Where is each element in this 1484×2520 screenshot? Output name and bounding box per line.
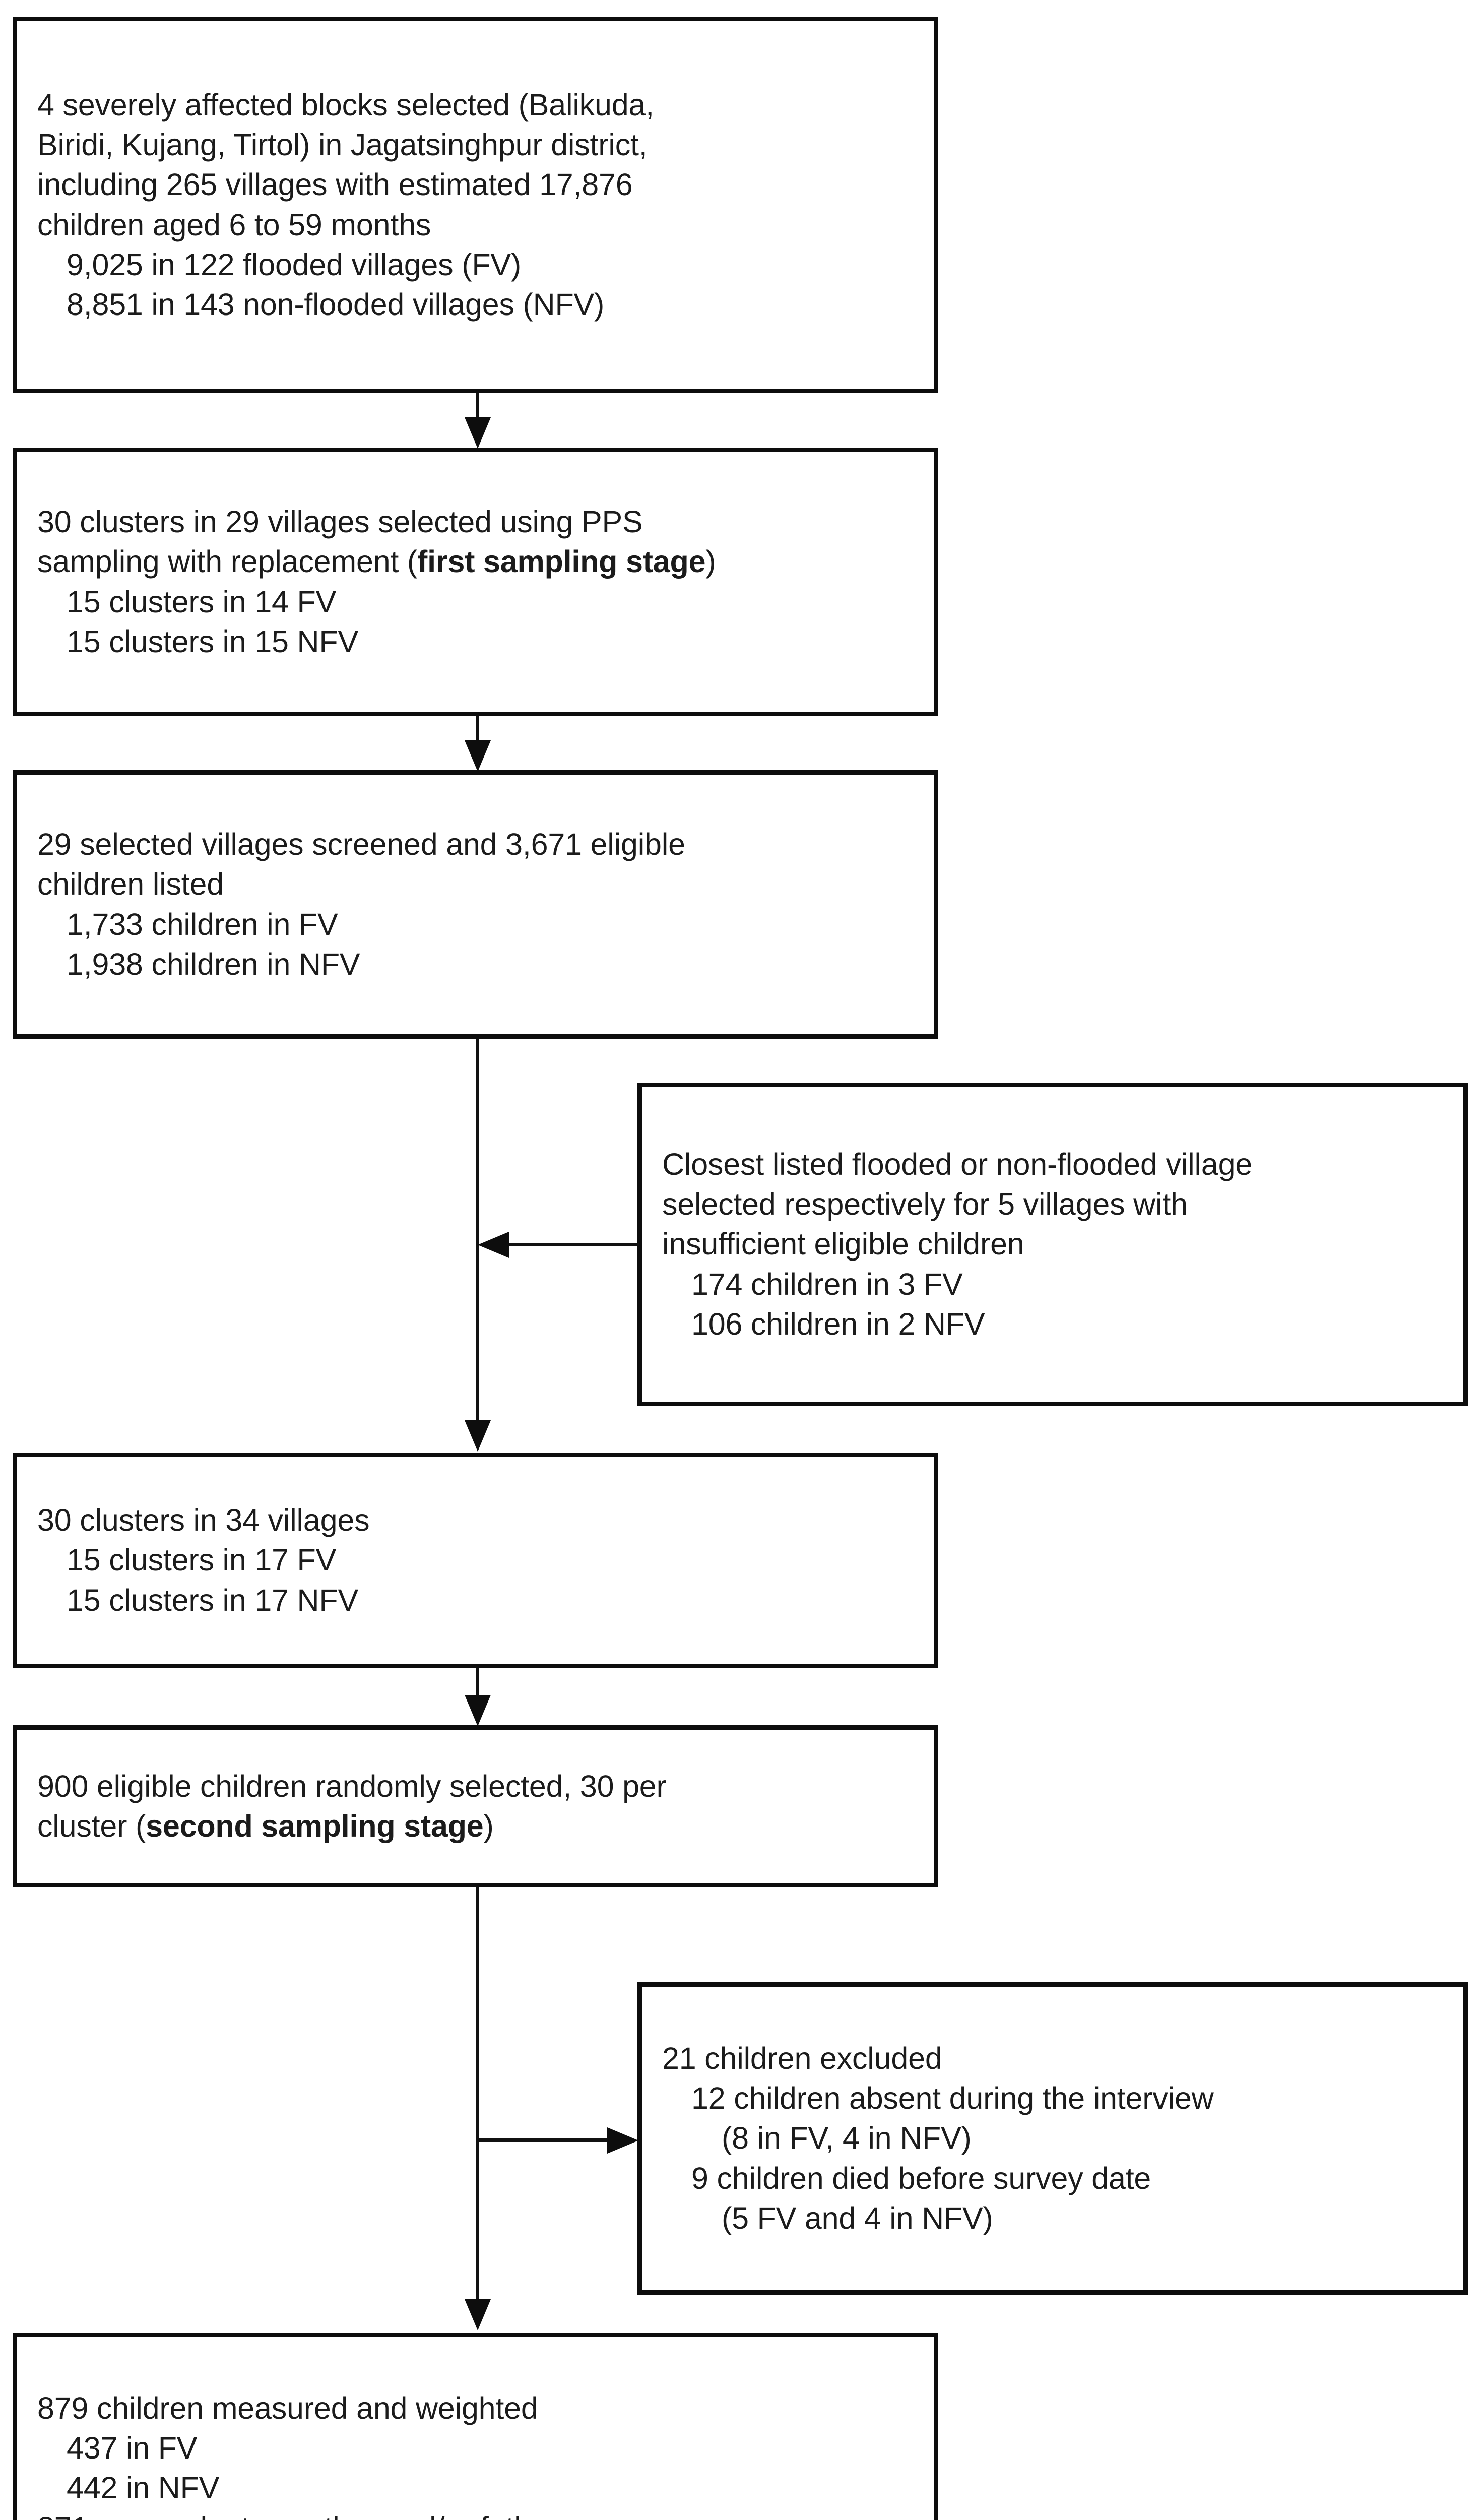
connector-block-to-first-stage (476, 393, 479, 425)
node-line: 879 children measured and weighted (37, 2390, 538, 2425)
node-line: 21 children excluded (662, 2041, 942, 2075)
connector-screening-to-clusters34 (476, 1039, 479, 1427)
arrow-down-icon (465, 417, 491, 449)
arrow-down-icon (465, 1695, 491, 1726)
node-line: (8 in FV, 4 in NFV) (722, 2121, 972, 2156)
node-line-part: cluster ( (37, 1809, 146, 1843)
node-line: 871 respondents, mother and/or father, (37, 2508, 914, 2520)
node-line: including 265 villages with estimated 17… (37, 167, 633, 202)
node-line: 30 clusters in 34 villages (37, 1503, 370, 1538)
node-line: insufficient eligible children (662, 1227, 1024, 1262)
node-children-excluded-text: 21 children excluded 12 children absent … (642, 2039, 1463, 2238)
node-line: selected respectively for 5 villages wit… (662, 1187, 1188, 1222)
node-line: sampling with replacement (first samplin… (37, 542, 914, 582)
arrow-down-icon (465, 1420, 491, 1452)
node-line-tail: ) (483, 1809, 494, 1843)
arrow-down-icon (465, 740, 491, 772)
arrow-right-icon (607, 2127, 638, 2154)
node-first-sampling-stage-text: 30 clusters in 29 villages selected usin… (17, 502, 934, 662)
arrow-left-icon (478, 1232, 509, 1258)
node-line-part: sampling with replacement ( (37, 544, 418, 579)
node-line: Closest listed flooded or non-flooded vi… (662, 1147, 1253, 1181)
node-line: children listed (37, 867, 224, 902)
node-second-sampling-stage: 900 eligible children randomly selected,… (13, 1725, 938, 1887)
node-line: 106 children in 2 NFV (691, 1306, 985, 1341)
node-line-emphasis: second sampling stage (146, 1809, 484, 1843)
arrow-down-icon (465, 2299, 491, 2330)
node-line: 15 clusters in 17 NFV (67, 1583, 358, 1617)
node-line: Biridi, Kujang, Tirtol) in Jagatsinghpur… (37, 127, 648, 162)
node-line: 4 severely affected blocks selected (Bal… (37, 87, 654, 122)
node-line-emphasis: first sampling stage (417, 544, 706, 579)
node-line-tail: ) (705, 544, 716, 579)
node-final-sample-text: 879 children measured and weighted 437 i… (17, 2388, 934, 2520)
node-line: 9 children died before survey date (691, 2161, 1151, 2195)
connector-first-stage-to-screening (476, 716, 479, 748)
connector-second-stage-to-final (476, 1887, 479, 2306)
node-replacement-villages-text: Closest listed flooded or non-flooded vi… (642, 1145, 1463, 1344)
node-line: 900 eligible children randomly selected,… (37, 1769, 667, 1803)
node-clusters-34-villages-text: 30 clusters in 34 villages 15 clusters i… (17, 1500, 934, 1620)
node-second-sampling-stage-text: 900 eligible children randomly selected,… (17, 1767, 934, 1847)
connector-clusters34-to-second-stage (476, 1668, 479, 1704)
node-line: 9,025 in 122 flooded villages (FV) (67, 247, 521, 282)
node-clusters-34-villages: 30 clusters in 34 villages 15 clusters i… (13, 1453, 938, 1668)
connector-trunk-to-excluded (477, 2138, 607, 2142)
node-line: cluster (second sampling stage) (37, 1806, 914, 1846)
node-children-excluded: 21 children excluded 12 children absent … (637, 1982, 1468, 2295)
node-line: 15 clusters in 14 FV (67, 584, 337, 619)
node-block-selection: 4 severely affected blocks selected (Bal… (13, 17, 938, 393)
node-line: 1,733 children in FV (67, 907, 338, 941)
node-line: 442 in NFV (67, 2471, 220, 2505)
node-villages-screened-text: 29 selected villages screened and 3,671 … (17, 825, 934, 984)
node-line: 8,851 in 143 non-flooded villages (NFV) (67, 287, 605, 322)
node-line: 1,938 children in NFV (67, 947, 360, 981)
node-line: 437 in FV (67, 2431, 198, 2466)
node-line: (5 FV and 4 in NFV) (722, 2200, 993, 2235)
connector-replacement-to-trunk (509, 1243, 639, 1246)
node-line: children aged 6 to 59 months (37, 207, 431, 242)
node-line: 15 clusters in 17 FV (67, 1543, 337, 1578)
node-line: 30 clusters in 29 villages selected usin… (37, 504, 643, 539)
node-first-sampling-stage: 30 clusters in 29 villages selected usin… (13, 448, 938, 716)
node-line: 29 selected villages screened and 3,671 … (37, 827, 685, 861)
node-block-selection-text: 4 severely affected blocks selected (Bal… (17, 85, 934, 325)
node-villages-screened: 29 selected villages screened and 3,671 … (13, 770, 938, 1039)
node-line: 12 children absent during the interview (691, 2081, 1214, 2116)
node-final-sample: 879 children measured and weighted 437 i… (13, 2333, 938, 2520)
node-line: 174 children in 3 FV (691, 1267, 963, 1301)
node-line: 15 clusters in 15 NFV (67, 624, 358, 659)
node-replacement-villages: Closest listed flooded or non-flooded vi… (637, 1083, 1468, 1406)
